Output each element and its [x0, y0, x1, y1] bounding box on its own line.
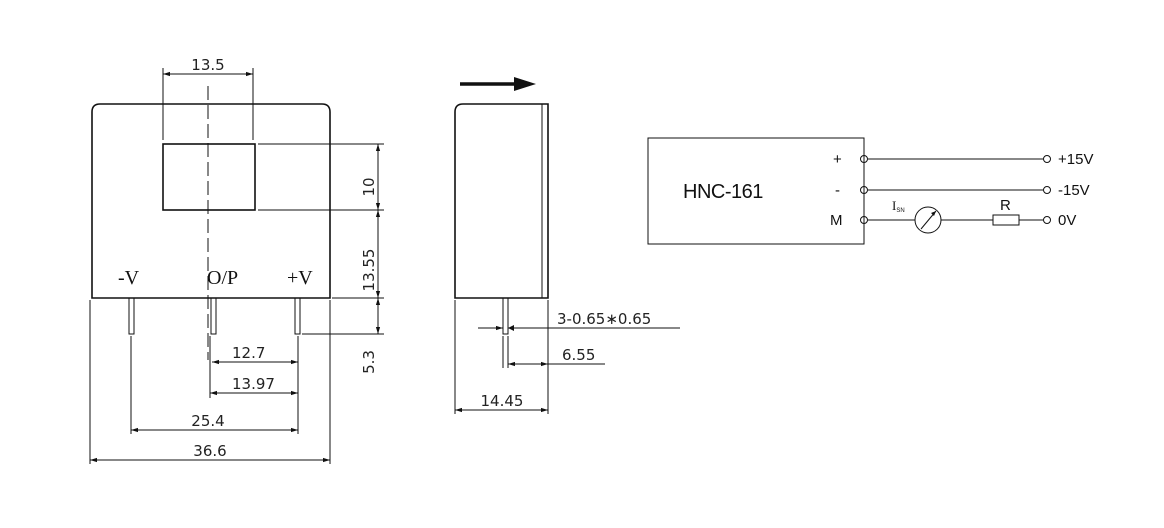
side-view: 3-0.65∗0.65 6.55 14.45	[454, 77, 680, 414]
wiring-schematic: HNC-161 + - M ISN R +15V -15V 0V	[647, 137, 1093, 245]
pin-label-output: O/P	[207, 267, 238, 289]
meter-label: ISN	[892, 198, 905, 214]
resistor-label: R	[1000, 197, 1011, 214]
dim-total-width: 36.6	[193, 442, 226, 460]
aperture-window	[162, 143, 256, 211]
pins-front	[128, 297, 301, 335]
side-body-outline	[454, 103, 549, 299]
pin-minus-v	[128, 297, 135, 335]
dim-pin-offset: 6.55	[562, 346, 595, 364]
dim-pin-center-right: 12.7	[232, 344, 265, 362]
terminal-plus: +	[833, 151, 842, 168]
front-body-outline	[91, 103, 331, 299]
supply-0v: 0V	[1058, 212, 1076, 229]
dim-pin-length: 5.3	[360, 350, 378, 374]
meter-symbol	[914, 206, 942, 234]
side-pin	[502, 297, 509, 335]
dim-window-to-base: 13.55	[360, 249, 378, 292]
dim-window-width: 13.5	[191, 56, 224, 74]
model-name: HNC-161	[683, 181, 763, 203]
dim-pin-span: 25.4	[191, 412, 224, 430]
pin-label-minus-v: -V	[118, 267, 140, 289]
pin-label-plus-v: +V	[287, 267, 313, 289]
front-view: -V O/P +V 13.5 10 13.55 5.3 12.7 13.97 2…	[89, 56, 384, 464]
supply-plus-15v: +15V	[1058, 151, 1093, 168]
dim-window-height: 10	[360, 177, 378, 196]
terminal-m: M	[830, 212, 843, 229]
resistor-symbol	[992, 214, 1020, 226]
dim-pin-size: 3-0.65∗0.65	[557, 310, 651, 328]
pin-plus-v	[294, 297, 301, 335]
dim-center-right-pin: 13.97	[232, 375, 275, 393]
supply-minus-15v: -15V	[1058, 182, 1090, 199]
module-box	[647, 137, 865, 245]
dim-depth: 14.45	[481, 392, 524, 410]
terminal-minus: -	[835, 182, 840, 199]
pin-output	[210, 297, 217, 335]
